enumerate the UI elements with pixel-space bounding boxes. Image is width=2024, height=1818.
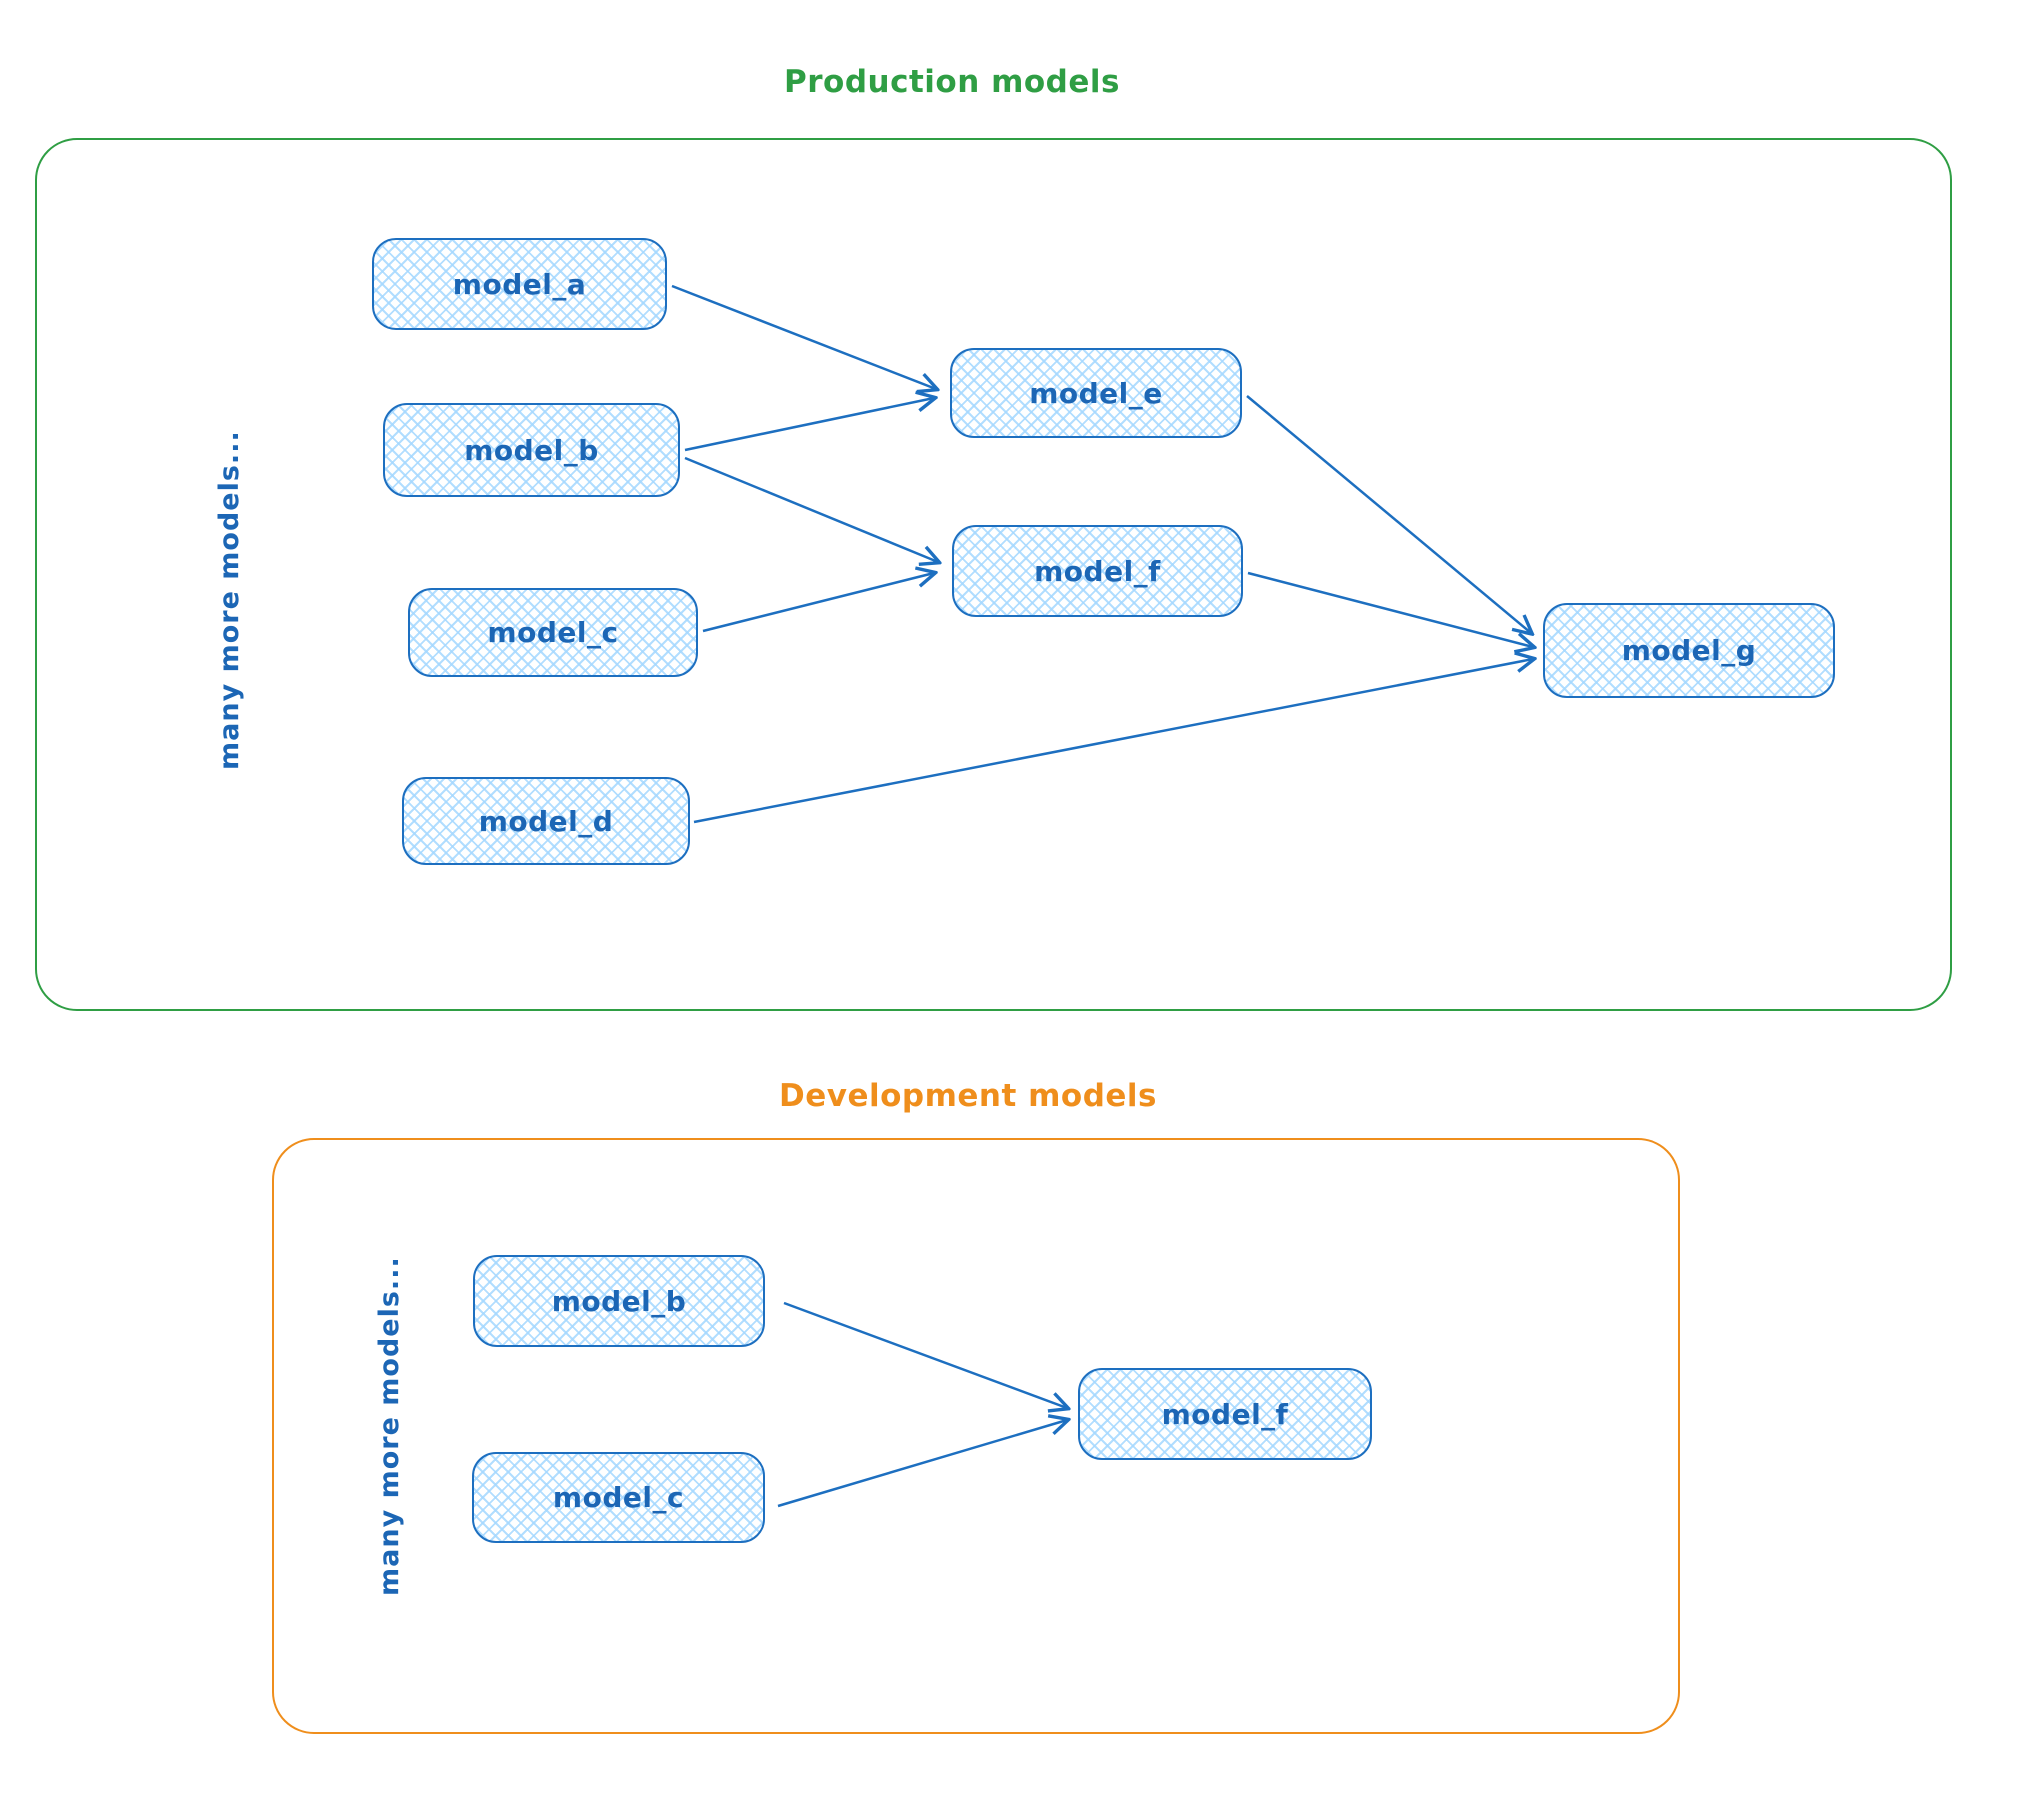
production-node-model_b: model_b <box>383 403 680 497</box>
production-node-model_d-label: model_d <box>478 804 614 838</box>
production-node-model_b-label: model_b <box>464 433 599 467</box>
production-node-model_e-label: model_e <box>1029 376 1163 410</box>
production-many-more-models-label: many more models... <box>214 430 245 771</box>
production-node-model_f: model_f <box>952 525 1243 617</box>
production-node-model_f-label: model_f <box>1034 554 1161 588</box>
production-container <box>35 138 1952 1011</box>
development-section-title: Development models <box>778 1078 1158 1114</box>
production-node-model_d: model_d <box>402 777 690 865</box>
production-node-model_a-label: model_a <box>452 267 587 301</box>
production-node-model_a: model_a <box>372 238 667 330</box>
development-node-model_f: model_f <box>1078 1368 1372 1460</box>
development-node-model_f-label: model_f <box>1161 1397 1289 1431</box>
development-node-model_c: model_c <box>472 1452 765 1543</box>
development-node-model_b-label: model_b <box>551 1284 687 1318</box>
development-node-model_c-label: model_c <box>552 1481 685 1514</box>
development-container <box>272 1138 1680 1734</box>
production-node-model_g: model_g <box>1543 603 1835 698</box>
production-node-model_e: model_e <box>950 348 1242 438</box>
production-node-model_c: model_c <box>408 588 698 677</box>
production-node-model_c-label: model_c <box>487 616 619 649</box>
production-section-title: Production models <box>784 64 1120 100</box>
production-node-model_g-label: model_g <box>1621 634 1757 667</box>
development-node-model_b: model_b <box>473 1255 765 1347</box>
development-many-more-models-label: many more models... <box>374 1256 405 1596</box>
